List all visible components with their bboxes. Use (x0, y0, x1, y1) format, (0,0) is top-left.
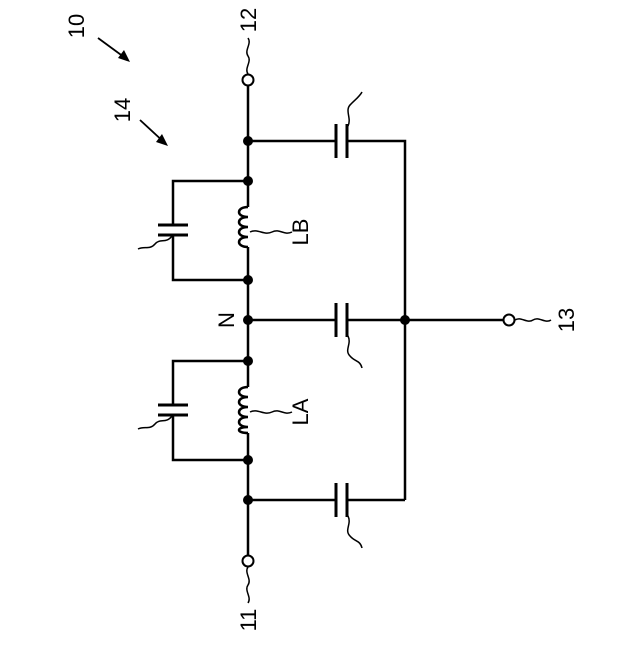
junction-dot-la-top (243, 356, 253, 366)
cap-cb-wire (173, 361, 248, 460)
junction-dot-ca (243, 495, 253, 505)
cap-cd-wire (173, 181, 248, 280)
label-inductor-la: LA (288, 398, 313, 425)
inductor-la-coil (239, 387, 248, 433)
junction-dot-la-bottom (243, 455, 253, 465)
leader-cd (138, 236, 172, 249)
terminal-top (243, 75, 254, 86)
label-node-n: N (214, 312, 239, 328)
label-inductor-lb: LB (288, 219, 313, 246)
junction-dot-node-n (243, 315, 253, 325)
leader-cc (348, 336, 362, 368)
leader-lb (250, 231, 292, 233)
label-terminal-bottom: 11 (236, 609, 261, 632)
label-terminal-right: 13 (554, 308, 579, 332)
junction-dot-lb-top (243, 176, 253, 186)
junction-dot-right-bus (400, 315, 410, 325)
arrowhead-device (118, 50, 130, 62)
label-terminal-top: 12 (236, 8, 261, 32)
leader-cb (138, 416, 172, 429)
junction-dot-ce (243, 136, 253, 146)
terminal-bottom (243, 556, 254, 567)
leader-la (250, 411, 292, 413)
leader-ce (348, 92, 362, 126)
leader-terminal-bottom (247, 567, 249, 603)
junction-dot-lb-bottom (243, 275, 253, 285)
leader-terminal-right (515, 319, 551, 321)
inductor-lb-coil (239, 207, 248, 247)
leader-ca (348, 516, 362, 548)
label-filter: 14 (110, 98, 135, 122)
terminal-right (504, 315, 515, 326)
leader-terminal-top (247, 38, 249, 74)
label-device: 10 (64, 14, 89, 38)
